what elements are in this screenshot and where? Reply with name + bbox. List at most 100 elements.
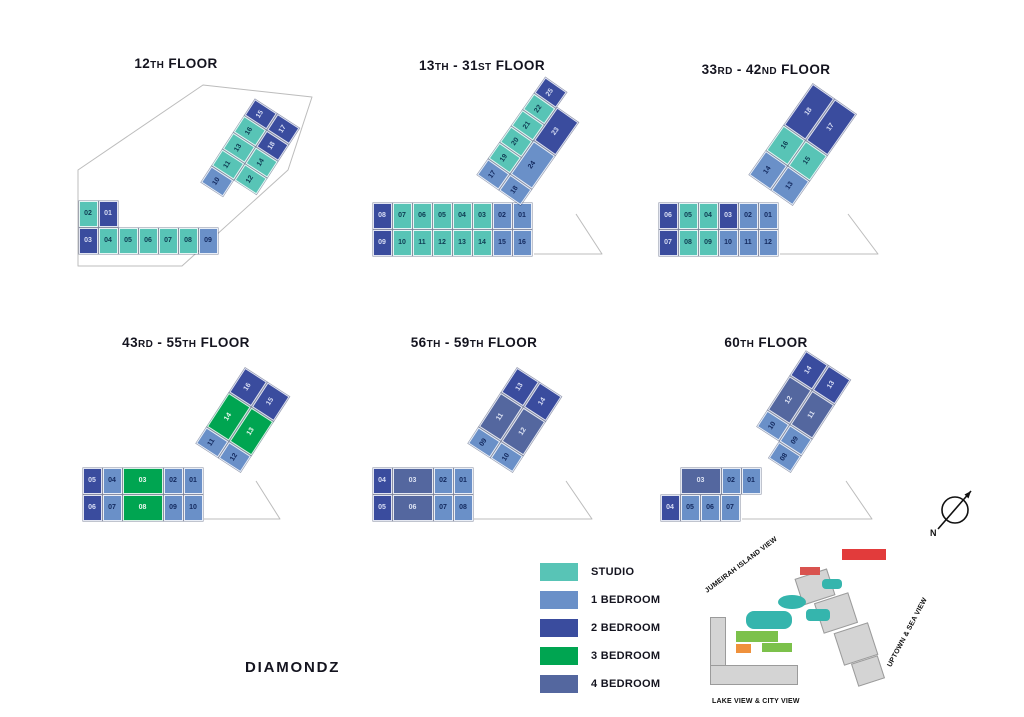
legend-swatch-2br xyxy=(540,619,578,637)
site-map-lawn xyxy=(736,631,778,642)
site-map-roof-detail xyxy=(800,567,820,575)
site-map-rooftop-pool xyxy=(806,609,830,621)
unit-cell-03: 03 xyxy=(718,202,738,229)
unit-cell-07: 07 xyxy=(658,229,678,256)
unit-cell-09: 09 xyxy=(198,227,218,254)
legend-item-2br: 2 BEDROOM xyxy=(540,619,660,637)
site-map-rooftop-pool xyxy=(822,579,842,589)
floor-title: 12TH FLOOR xyxy=(134,56,218,71)
floor-title: 43RD - 55TH FLOOR xyxy=(122,335,250,350)
unit-cell-06: 06 xyxy=(412,202,432,229)
unit-cell-04: 04 xyxy=(698,202,718,229)
unit-cell-13: 13 xyxy=(452,229,472,256)
floor-outline xyxy=(534,213,603,255)
unit-cell-05: 05 xyxy=(118,227,138,254)
unit-cell-10: 10 xyxy=(392,229,412,256)
unit-cell-04: 04 xyxy=(98,227,118,254)
unit-cell-07: 07 xyxy=(102,494,122,521)
floor-outline xyxy=(474,480,593,520)
legend-label: 3 BEDROOM xyxy=(591,650,661,662)
unit-cell-06: 06 xyxy=(82,494,102,521)
legend: STUDIO 1 BEDROOM 2 BEDROOM 3 BEDROOM 4 BEDRO… xyxy=(540,563,660,703)
legend-swatch-1br xyxy=(540,591,578,609)
floor-outline xyxy=(77,84,313,267)
unit-cell-02: 02 xyxy=(492,202,512,229)
site-map-building xyxy=(710,617,726,671)
unit-cell-08: 08 xyxy=(678,229,698,256)
unit-cell-05: 05 xyxy=(678,202,698,229)
unit-cell-05: 05 xyxy=(680,494,700,521)
legend-label: STUDIO xyxy=(591,566,635,578)
compass: N xyxy=(928,488,980,550)
unit-cell-08: 08 xyxy=(178,227,198,254)
developer-logo xyxy=(842,549,886,560)
unit-cell-10: 10 xyxy=(183,494,203,521)
project-title: DIAMONDZ xyxy=(245,659,341,676)
legend-item-3br: 3 BEDROOM xyxy=(540,647,660,665)
legend-label: 1 BEDROOM xyxy=(591,594,661,606)
unit-cell-08: 08 xyxy=(453,494,473,521)
site-map-label-lake-city-view: LAKE VIEW & CITY VIEW xyxy=(712,698,800,705)
unit-cell-03: 03 xyxy=(680,467,721,494)
unit-cell-02: 02 xyxy=(721,467,741,494)
floor-title: 60TH FLOOR xyxy=(724,335,808,350)
unit-cell-04: 04 xyxy=(372,467,392,494)
site-map: JUMEIRAH ISLAND VIEW UPTOWN & SEA VIEW L… xyxy=(700,536,929,705)
site-map-deck xyxy=(736,644,751,653)
unit-cell-05: 05 xyxy=(432,202,452,229)
unit-cell-07: 07 xyxy=(433,494,453,521)
unit-cell-02: 02 xyxy=(433,467,453,494)
floor-title: 33RD - 42ND FLOOR xyxy=(701,62,831,77)
site-map-pool xyxy=(778,595,806,609)
unit-cell-03: 03 xyxy=(78,227,98,254)
unit-cell-06: 06 xyxy=(138,227,158,254)
unit-cell-16: 16 xyxy=(512,229,532,256)
legend-label: 4 BEDROOM xyxy=(591,678,661,690)
legend-swatch-studio xyxy=(540,563,578,581)
unit-cell-01: 01 xyxy=(512,202,532,229)
floor-title: 13TH - 31ST FLOOR xyxy=(419,58,545,73)
unit-cell-01: 01 xyxy=(98,200,118,227)
unit-cell-04: 04 xyxy=(102,467,122,494)
unit-cell-01: 01 xyxy=(453,467,473,494)
unit-cell-09: 09 xyxy=(698,229,718,256)
unit-cell-11: 11 xyxy=(738,229,758,256)
unit-cell-05: 05 xyxy=(372,494,392,521)
unit-cell-12: 12 xyxy=(432,229,452,256)
legend-swatch-3br xyxy=(540,647,578,665)
unit-cell-08: 08 xyxy=(372,202,392,229)
unit-cell-10: 10 xyxy=(718,229,738,256)
floor-outline xyxy=(780,213,879,255)
compass-north-label: N xyxy=(930,528,937,538)
legend-item-4br: 4 BEDROOM xyxy=(540,675,660,693)
floor-outline xyxy=(204,480,281,520)
legend-label: 2 BEDROOM xyxy=(591,622,661,634)
unit-cell-04: 04 xyxy=(660,494,680,521)
unit-cell-09: 09 xyxy=(372,229,392,256)
unit-cell-04: 04 xyxy=(452,202,472,229)
site-map-label-uptown-sea-view: UPTOWN & SEA VIEW xyxy=(886,596,929,669)
unit-cell-12: 12 xyxy=(758,229,778,256)
unit-cell-02: 02 xyxy=(78,200,98,227)
unit-cell-09: 09 xyxy=(163,494,183,521)
site-map-pool xyxy=(746,611,792,629)
site-map-building xyxy=(710,665,798,685)
unit-cell-07: 07 xyxy=(158,227,178,254)
unit-cell-07: 07 xyxy=(720,494,740,521)
floor-outline xyxy=(742,480,873,520)
unit-cell-02: 02 xyxy=(163,467,183,494)
unit-cell-07: 07 xyxy=(392,202,412,229)
legend-item-studio: STUDIO xyxy=(540,563,660,581)
unit-cell-01: 01 xyxy=(741,467,761,494)
compass-icon xyxy=(937,490,972,530)
